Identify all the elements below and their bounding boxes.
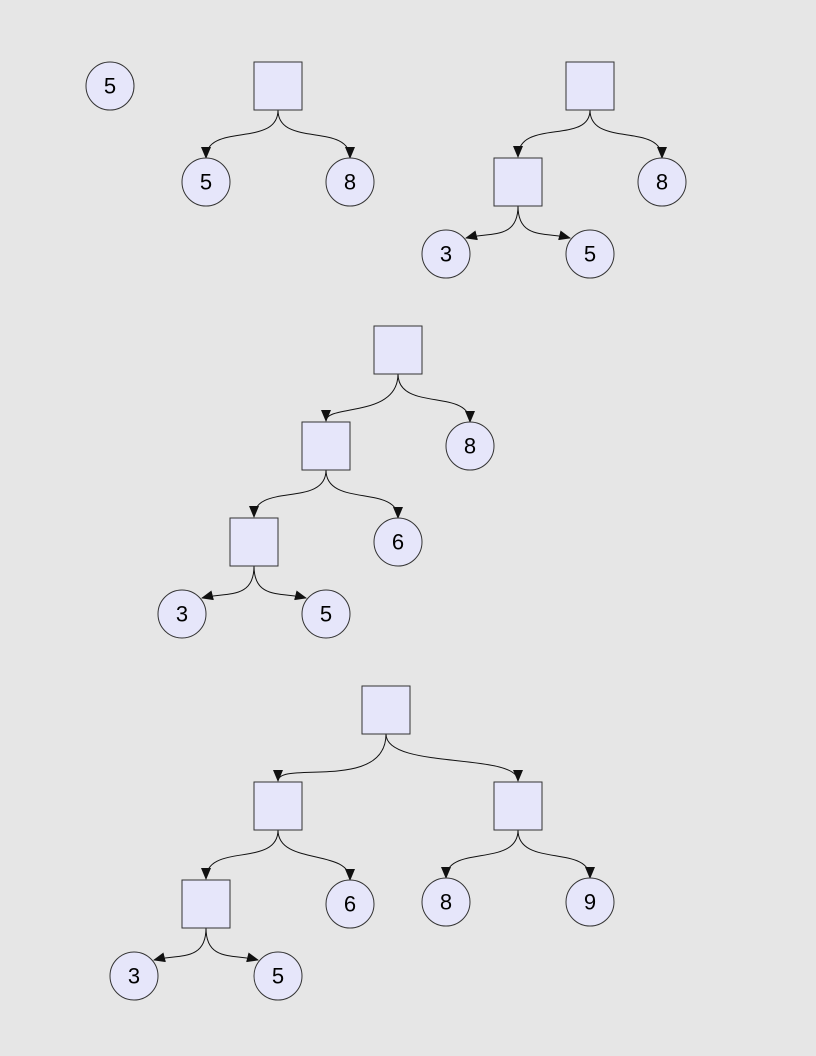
internal-node bbox=[493, 781, 543, 831]
leaf-node: 3 bbox=[421, 229, 471, 279]
leaf-node: 5 bbox=[253, 951, 303, 1001]
svg-text:8: 8 bbox=[344, 170, 356, 195]
leaf-node: 8 bbox=[637, 157, 687, 207]
leaf-node: 8 bbox=[445, 421, 495, 471]
leaf-node: 6 bbox=[373, 517, 423, 567]
internal-node bbox=[361, 685, 411, 735]
leaf-node: 9 bbox=[565, 877, 615, 927]
leaf-node: 5 bbox=[181, 157, 231, 207]
tree-edge bbox=[153, 927, 207, 963]
svg-text:3: 3 bbox=[128, 964, 140, 989]
tree-edge bbox=[517, 829, 595, 879]
leaf-node: 3 bbox=[157, 589, 207, 639]
svg-text:9: 9 bbox=[584, 890, 596, 915]
tree-edge bbox=[441, 829, 519, 879]
internal-node bbox=[229, 517, 279, 567]
tree-edge bbox=[201, 829, 279, 880]
leaf-node: 3 bbox=[109, 951, 159, 1001]
tree-edge bbox=[513, 109, 591, 158]
internal-node bbox=[181, 879, 231, 929]
svg-text:5: 5 bbox=[272, 964, 284, 989]
svg-text:5: 5 bbox=[320, 602, 332, 627]
tree-edge bbox=[249, 469, 327, 518]
internal-node bbox=[373, 325, 423, 375]
tree-1: 5 bbox=[85, 61, 135, 111]
tree-edge bbox=[273, 733, 387, 782]
tree-edge bbox=[517, 205, 571, 241]
tree-3: 8 3 5 bbox=[421, 61, 687, 279]
internal-node bbox=[253, 781, 303, 831]
tree-edge bbox=[325, 469, 403, 519]
tree-edge bbox=[277, 829, 355, 881]
tree-5: 6 8 9 3 5 bbox=[109, 685, 615, 1001]
svg-text:8: 8 bbox=[464, 434, 476, 459]
leaf-node: 6 bbox=[325, 879, 375, 929]
svg-text:6: 6 bbox=[344, 892, 356, 917]
tree-edge bbox=[321, 373, 399, 422]
leaf-node: 8 bbox=[325, 157, 375, 207]
leaf-node: 8 bbox=[421, 877, 471, 927]
internal-node bbox=[565, 61, 615, 111]
tree-2: 5 8 bbox=[181, 61, 375, 207]
svg-text:8: 8 bbox=[656, 170, 668, 195]
svg-text:5: 5 bbox=[584, 242, 596, 267]
internal-node bbox=[493, 157, 543, 207]
tree-edge bbox=[201, 109, 279, 159]
tree-4: 8 6 3 5 bbox=[157, 325, 495, 639]
tree-edge bbox=[277, 109, 355, 159]
tree-edge bbox=[201, 565, 255, 601]
svg-text:5: 5 bbox=[104, 74, 116, 99]
svg-text:8: 8 bbox=[440, 890, 452, 915]
svg-text:3: 3 bbox=[440, 242, 452, 267]
svg-text:3: 3 bbox=[176, 602, 188, 627]
svg-text:5: 5 bbox=[200, 170, 212, 195]
internal-node bbox=[253, 61, 303, 111]
leaf-node: 5 bbox=[85, 61, 135, 111]
leaf-node: 5 bbox=[565, 229, 615, 279]
leaf-node: 5 bbox=[301, 589, 351, 639]
tree-edge bbox=[253, 565, 307, 601]
svg-text:6: 6 bbox=[392, 530, 404, 555]
tree-edge bbox=[397, 373, 475, 423]
tree-edge bbox=[465, 205, 519, 241]
tree-edge bbox=[385, 733, 523, 782]
tree-edge bbox=[205, 927, 259, 963]
internal-node bbox=[301, 421, 351, 471]
tree-edge bbox=[589, 109, 667, 159]
